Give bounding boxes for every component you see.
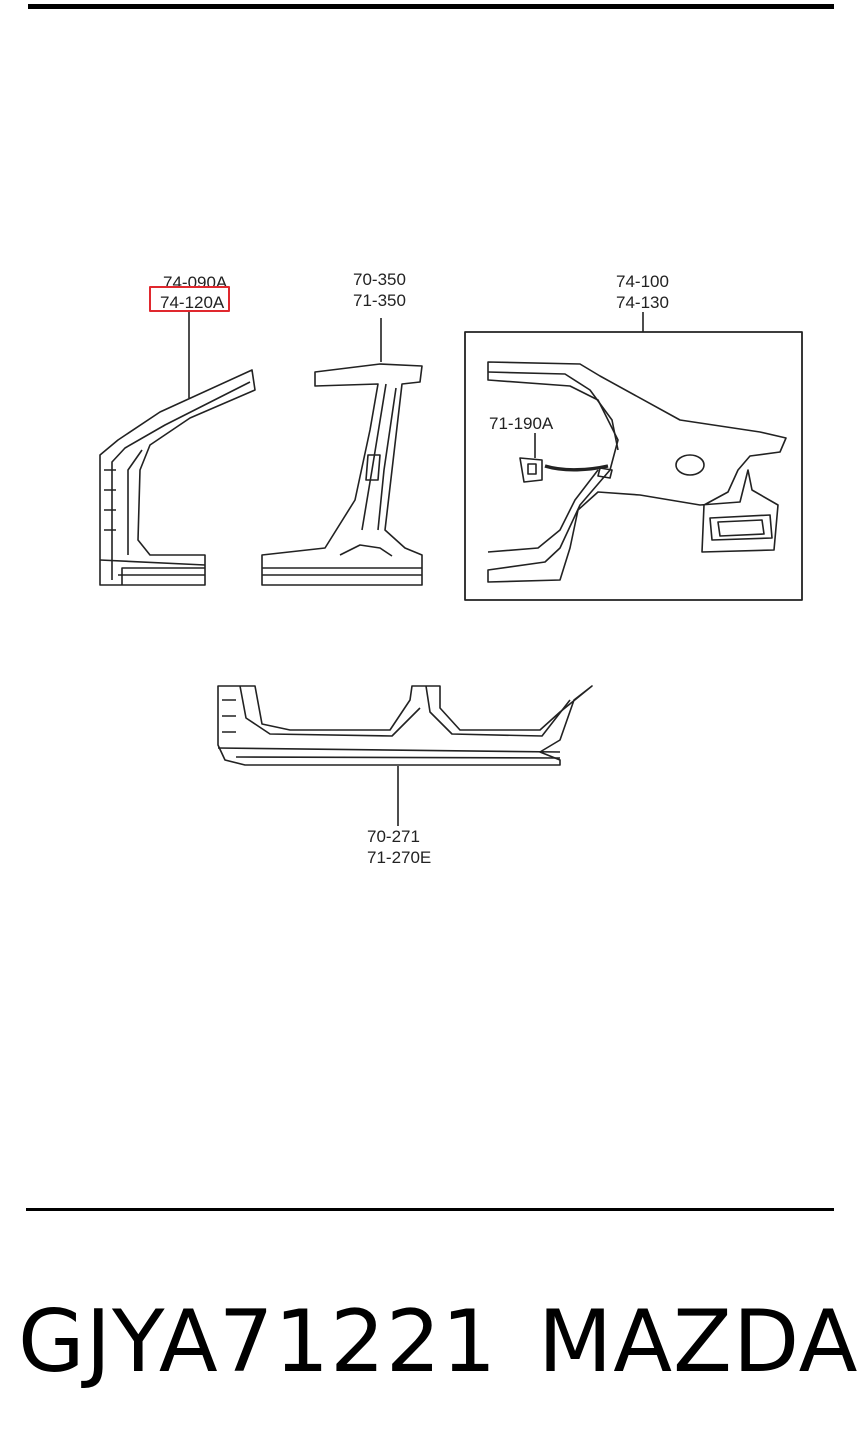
label-74-100: 74-100 [616,272,669,291]
fuel-lid-bracket[interactable] [519,457,609,483]
body-panel-diagram: 74-090A 74-120A 70-350 71-350 74-100 74-… [99,270,803,867]
label-74-120A: 74-120A [160,293,225,312]
label-71-190A: 71-190A [489,414,554,433]
center-pillar-panel[interactable] [261,363,423,586]
label-74-090A: 74-090A [163,273,228,292]
bottom-rule [26,1208,834,1211]
label-74-130: 74-130 [616,293,669,312]
side-sill-panel[interactable] [217,685,593,766]
highlight-box [149,286,230,312]
quarter-panel-frame [464,331,803,601]
part-number: GJYA71221 [18,1292,498,1392]
quarter-panel[interactable] [487,361,787,583]
label-71-350: 71-350 [353,291,406,310]
label-70-350: 70-350 [353,270,406,289]
label-70-271: 70-271 [367,827,420,846]
front-pillar-panel[interactable] [99,369,256,586]
label-71-270E: 71-270E [367,848,431,867]
top-rule [28,4,834,9]
brand-name: MAZDA [538,1292,859,1392]
